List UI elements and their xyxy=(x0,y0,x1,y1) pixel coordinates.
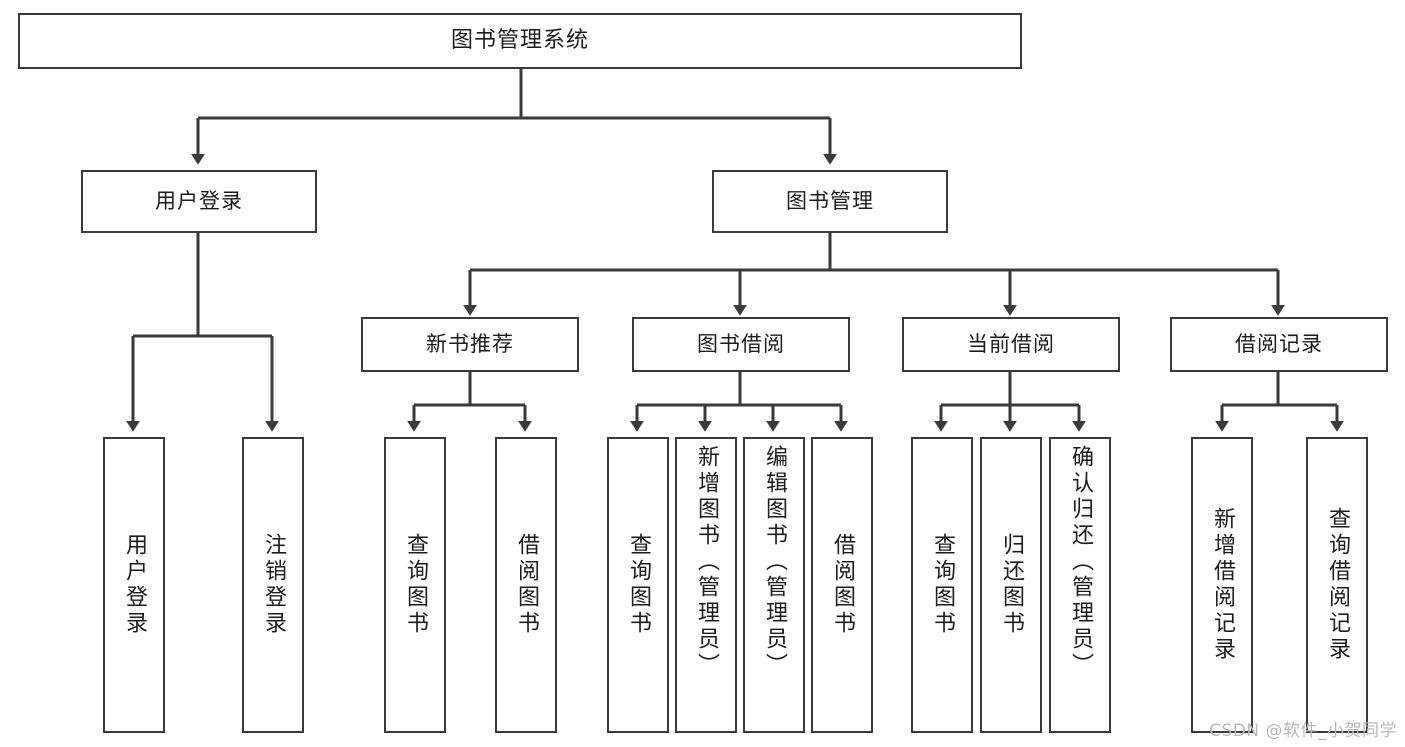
node-label: 查询图书 xyxy=(930,533,955,637)
node-leaf-edit-book-admin[interactable]: 编辑图书（管理员） xyxy=(743,437,805,733)
node-label: 查询借阅记录 xyxy=(1325,507,1350,663)
node-label: 图书借阅 xyxy=(697,331,785,356)
node-leaf-query-borrow-record[interactable]: 查询借阅记录 xyxy=(1306,437,1368,733)
node-label: 查询图书 xyxy=(403,533,428,637)
node-borrow-record[interactable]: 借阅记录 xyxy=(1170,317,1388,372)
node-leaf-add-borrow-record[interactable]: 新增借阅记录 xyxy=(1191,437,1253,733)
node-label: 确认归还（管理员） xyxy=(1068,445,1093,679)
node-label: 归还图书 xyxy=(999,533,1024,637)
node-label: 借阅图书 xyxy=(830,533,855,637)
node-book-borrow[interactable]: 图书借阅 xyxy=(632,317,850,372)
node-label: 注销登录 xyxy=(261,533,286,637)
node-label: 当前借阅 xyxy=(967,331,1055,356)
node-label: 借阅记录 xyxy=(1235,331,1323,356)
node-root-book-management-system[interactable]: 图书管理系统 xyxy=(18,13,1022,69)
node-user-login[interactable]: 用户登录 xyxy=(81,170,317,233)
node-label: 用户登录 xyxy=(122,533,147,637)
node-leaf-return-book[interactable]: 归还图书 xyxy=(980,437,1042,733)
node-leaf-borrow-book-recommend[interactable]: 借阅图书 xyxy=(495,437,557,733)
node-label: 新书推荐 xyxy=(426,331,514,356)
node-leaf-add-book-admin[interactable]: 新增图书（管理员） xyxy=(675,437,737,733)
node-leaf-query-book-borrow[interactable]: 查询图书 xyxy=(607,437,669,733)
node-leaf-query-book-current[interactable]: 查询图书 xyxy=(911,437,973,733)
node-leaf-query-book-recommend[interactable]: 查询图书 xyxy=(384,437,446,733)
csdn-watermark: CSDN @软件_小贺同学 xyxy=(1209,721,1397,741)
node-label: 新增图书（管理员） xyxy=(694,445,719,679)
node-leaf-borrow-book[interactable]: 借阅图书 xyxy=(811,437,873,733)
node-label: 新增借阅记录 xyxy=(1210,507,1235,663)
node-leaf-user-login[interactable]: 用户登录 xyxy=(103,437,165,733)
node-label: 用户登录 xyxy=(155,188,243,213)
node-label: 编辑图书（管理员） xyxy=(762,445,787,679)
node-label: 借阅图书 xyxy=(514,533,539,637)
node-current-borrow[interactable]: 当前借阅 xyxy=(902,317,1120,372)
node-label: 图书管理 xyxy=(786,188,874,213)
node-book-management[interactable]: 图书管理 xyxy=(712,170,948,233)
node-label: 图书管理系统 xyxy=(450,27,589,53)
node-new-book-recommend[interactable]: 新书推荐 xyxy=(361,317,579,372)
node-label: 查询图书 xyxy=(626,533,651,637)
node-leaf-logout-login[interactable]: 注销登录 xyxy=(242,437,304,733)
node-leaf-confirm-return-admin[interactable]: 确认归还（管理员） xyxy=(1049,437,1111,733)
